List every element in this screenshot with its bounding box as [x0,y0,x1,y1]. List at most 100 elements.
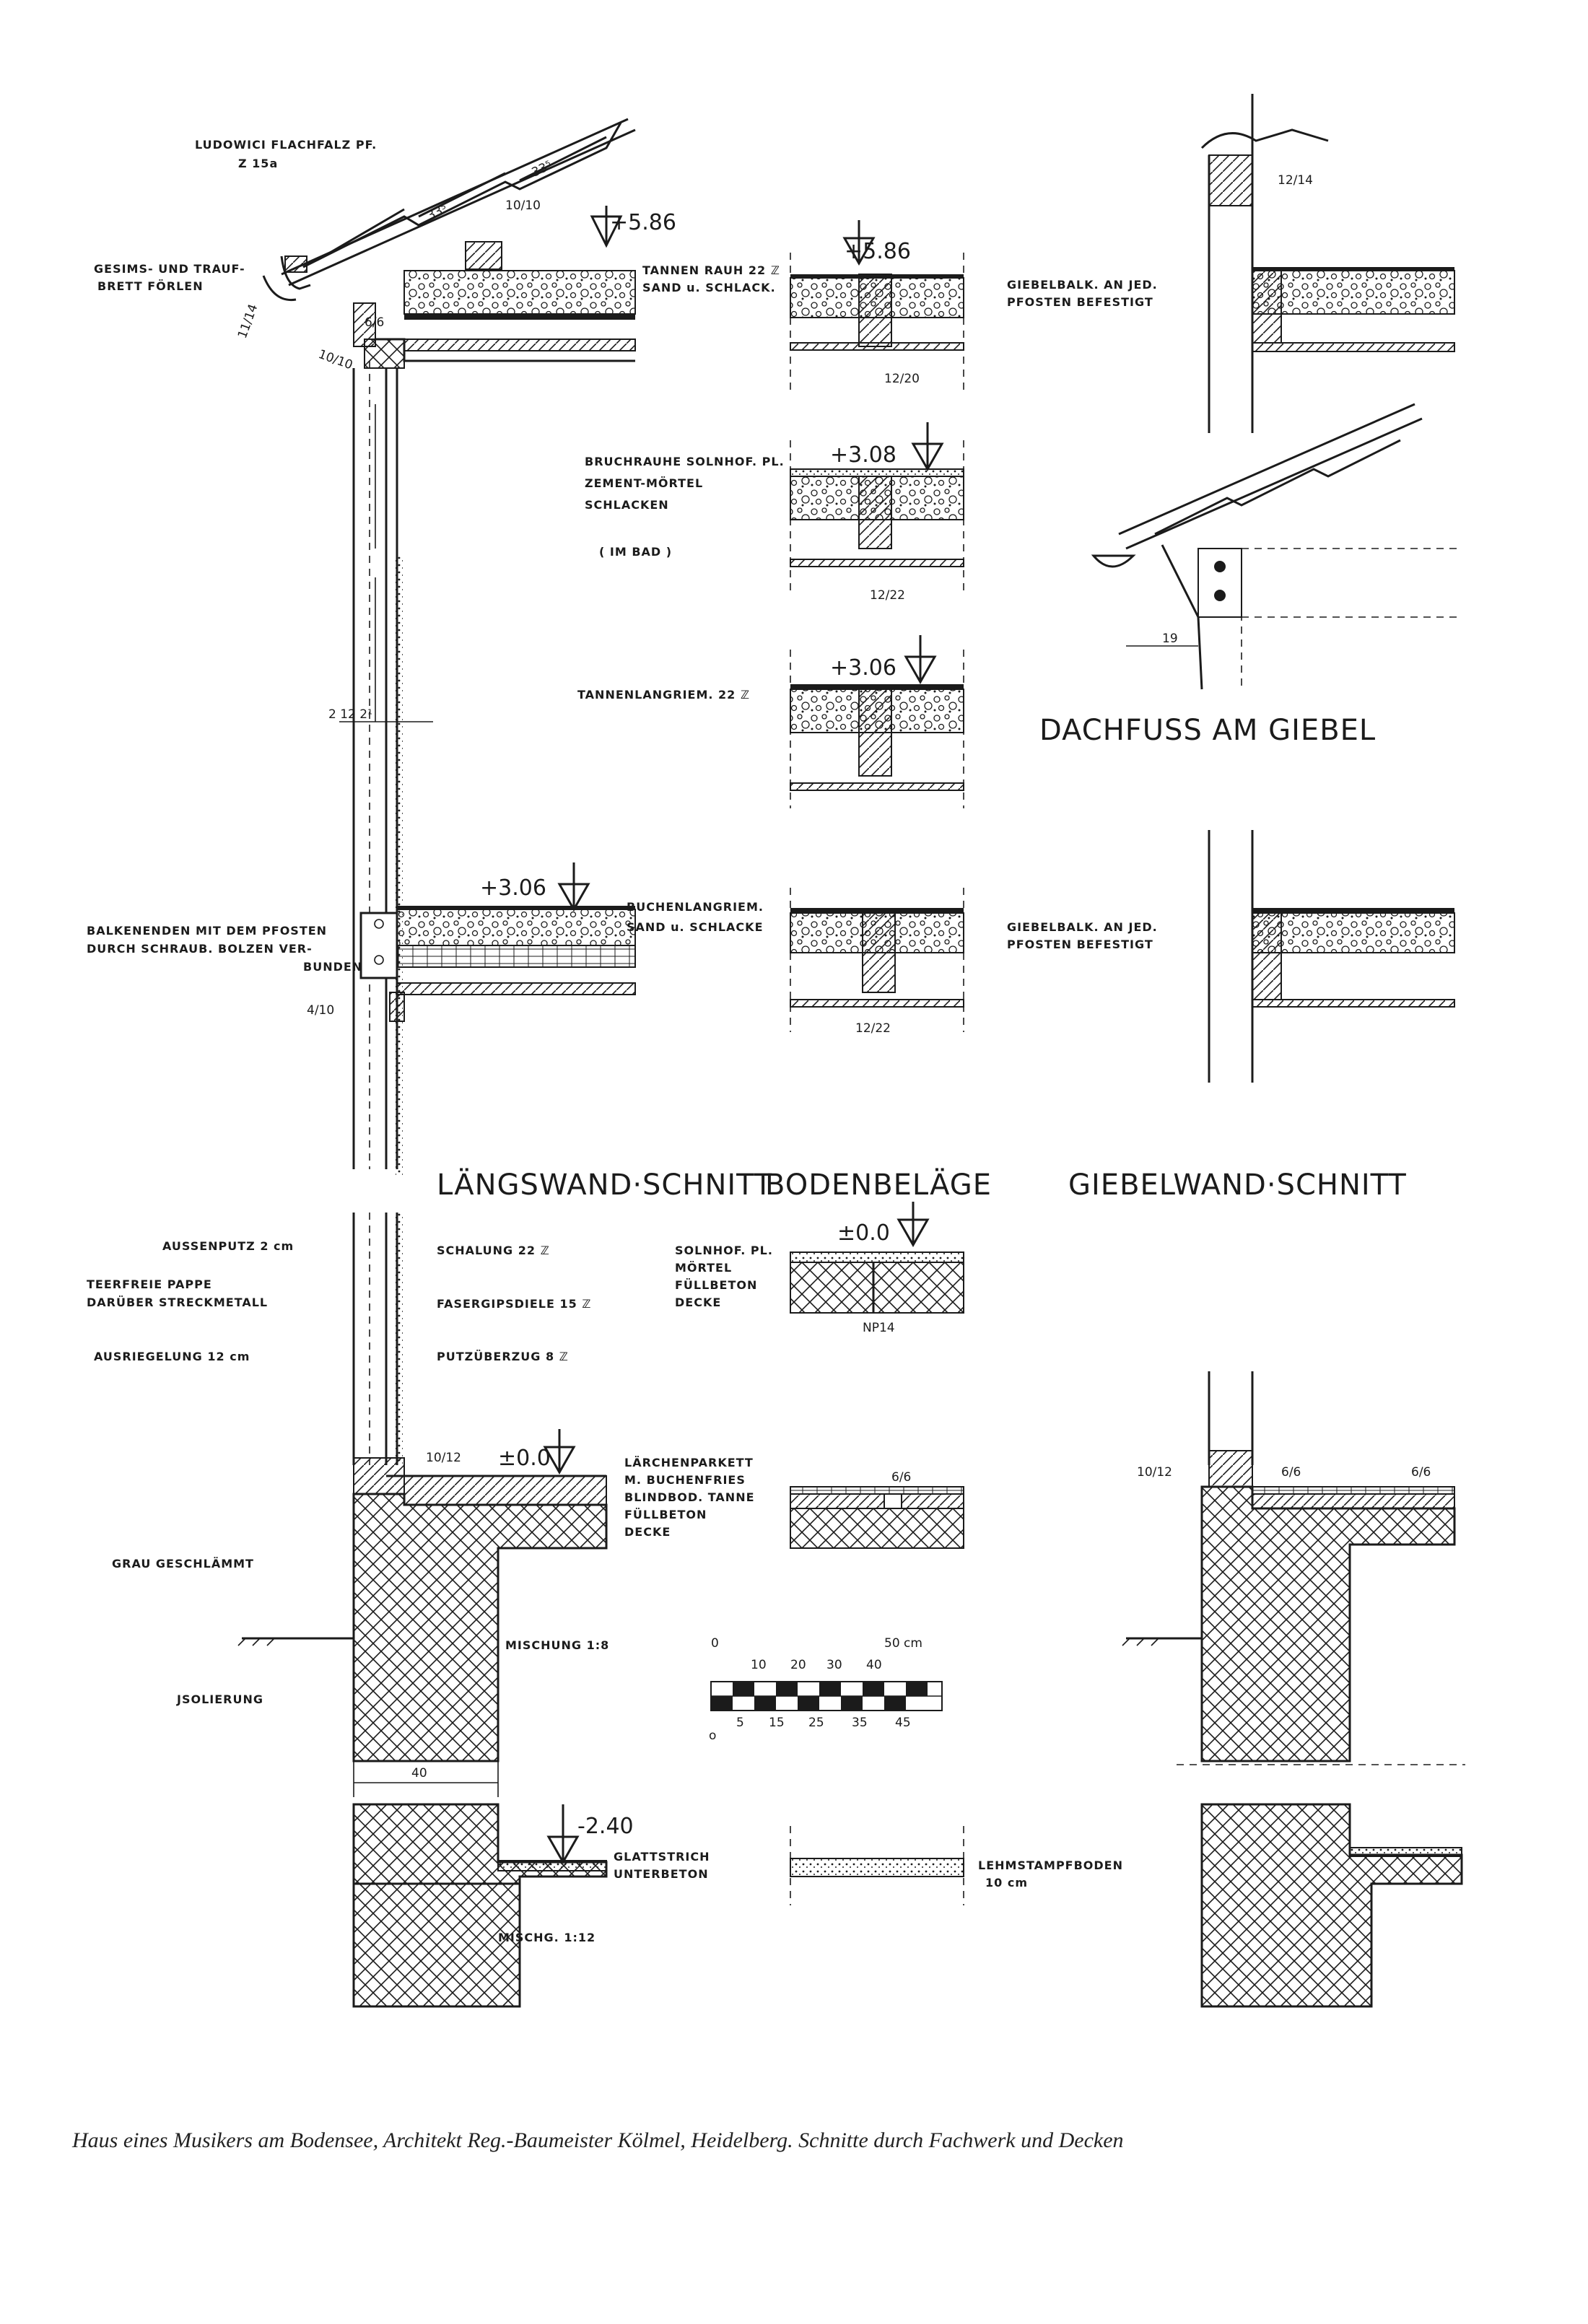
title-giebelwand: GIEBELWAND·SCHNITT [1068,1168,1407,1202]
label-insulation: JSOLIERUNG [176,1692,263,1706]
level-240-marker: -2.40 [546,1804,634,1865]
level-306-marker: +3.06 [480,862,590,912]
floor-306b: 12/22 [790,888,964,1036]
label-clay-2: 10 cm [985,1876,1028,1890]
level-308: +3.08 [830,442,896,468]
svg-text:±0.0: ±0.0 [498,1446,551,1471]
level-000a: ±0.0 [837,1220,890,1246]
sleeper-6-6b: 6/6 [1281,1465,1301,1480]
label-gable-beam-3: GIEBELBALK. AN JED. [1007,920,1158,934]
label-screed-2: UNTERBETON [614,1867,709,1881]
scale-5: 5 [736,1716,744,1730]
label-screed-1: GLATTSTRICH [614,1850,710,1864]
label-gable-beam-1: GIEBELBALK. AN JED. [1007,278,1158,292]
giebelwand-section: 12/14 GIEBELBALK. AN JED. PFOSTEN BEFEST… [1007,94,1465,2008]
scale-o: o [709,1729,716,1743]
label-clay-1: LEHMSTAMPFBODEN [978,1858,1123,1872]
floor-larch: 6/6 LÄRCHENPARKETT M. BUCHENFRIES BLINDB… [624,1456,964,1549]
eave-dim: 11/14 [235,302,261,341]
floor-308: +3.08 12/22 [790,422,964,603]
label-bath-1: BRUCHRAUHE SOLNHOF. PL. [585,455,785,468]
scale-15: 15 [769,1716,785,1730]
label-gable-beam-2: PFOSTEN BEFESTIGT [1007,295,1153,309]
scale-45: 45 [895,1716,911,1730]
svg-text:+5.86: +5.86 [610,210,676,235]
scale-35: 35 [852,1716,868,1730]
label-beam-4-10: 4/10 [307,1003,334,1018]
label-tar-paper-2: DARÜBER STRECKMETALL [87,1296,268,1309]
label-larch-2: M. BUCHENFRIES [624,1473,746,1487]
title-laengswand: LÄNGSWAND·SCHNITT [437,1167,772,1202]
label-bath-4: ( IM BAD ) [599,545,672,559]
label-bath-2: ZEMENT-MÖRTEL [585,476,703,490]
gable-top: 12/14 GIEBELBALK. AN JED. PFOSTEN BEFEST… [1007,94,1455,433]
scale-bar: 0 50 cm 10 20 30 40 5 15 25 35 45 o [709,1636,943,1743]
timber-10-10: 10/10 [505,198,541,213]
scale-25: 25 [808,1716,824,1730]
label-mix-1-12: MISCHG. 1:12 [498,1931,596,1944]
label-upper-floor: TANNEN RAUH 22 ℤ [642,263,780,277]
bodenbelaege-section: +5.86 12/20 +3.08 12/22 +3.06 [624,220,1123,1905]
floor-586: +5.86 12/20 [790,220,964,390]
sill-10-12b: 10/12 [1137,1465,1172,1480]
label-fir-strip: TANNENLANGRIEM. 22 ℤ [577,688,750,702]
label-gf-2: MÖRTEL [675,1261,732,1275]
gable-mid: GIEBELBALK. AN JED. PFOSTEN BEFESTIGT [1007,830,1455,1083]
label-roof-tile-no: Z 15a [238,157,278,170]
scale-0: 0 [711,1636,719,1651]
label-gable-beam-4: PFOSTEN BEFESTIGT [1007,938,1153,951]
dachfuss-detail: 19 DACHFUSS AM GIEBEL [1039,403,1462,747]
scale-30: 30 [826,1658,842,1672]
floor-306a: +3.06 [790,635,964,808]
label-sheathing: SCHALUNG 22 ℤ [437,1244,550,1257]
wall-dims: 2 12 2¹ [328,707,372,722]
svg-text:+3.06: +3.06 [480,875,546,901]
scale-20: 20 [790,1658,806,1672]
scale-40: 40 [866,1658,882,1672]
foundation-section: 40 ±0.0 -2.40 AUSSENPUTZ 2 cm TEERFREIE … [87,1213,710,2008]
sleeper-6-6: 6/6 [891,1470,911,1485]
floor-000a: ±0.0 SOLNHOF. PL. MÖRTEL FÜLLBETON DECKE… [675,1202,964,1335]
level-306a: +3.06 [830,655,896,681]
label-sill: 10/12 [426,1451,461,1465]
middle-slab [359,906,636,1022]
label-gf-3: FÜLLBETON [675,1278,757,1292]
timber-6-6: 6/6 [365,315,384,330]
dim-12-14: 12/14 [1278,173,1313,188]
level-000b-marker: ±0.0 [498,1429,576,1475]
floor-clay: LEHMSTAMPFBODEN 10 cm [790,1826,1123,1905]
label-np14: NP14 [863,1321,895,1335]
label-tar-paper-1: TEERFREIE PAPPE [87,1277,212,1291]
label-eaves-board-2: BRETT FÖRLEN [97,279,204,293]
dim-12-22a: 12/22 [870,588,905,603]
dim-40: 40 [411,1766,427,1781]
label-larch-3: BLINDBOD. TANNE [624,1490,755,1504]
laengswand-section: 2 12 2¹ +5.86 +3.06 LUDOWICI FLACHFALZ P… [87,118,785,1176]
dim-19: 19 [1162,632,1178,646]
label-larch-5: DECKE [624,1525,671,1539]
label-gf-1: SOLNHOF. PL. [675,1244,773,1257]
label-bath-3: SCHLACKEN [585,498,669,512]
roof-tiles [262,118,636,302]
label-outer-plaster: AUSSENPUTZ 2 cm [162,1239,294,1253]
label-eaves-board: GESIMS- UND TRAUF- [94,262,245,276]
timber-10-10b: 10/10 [316,347,354,373]
dim-12-22b: 12/22 [855,1021,891,1036]
gable-foundation: 10/12 6/6 6/6 [1122,1371,1465,2008]
label-beam-ends-2: DURCH SCHRAUB. BOLZEN VER- [87,942,313,956]
label-beech-strip-2: SAND u. SCHLACKE [627,920,764,934]
label-beam-ends-1: BALKENENDEN MIT DEM PFOSTEN [87,924,327,938]
level-586b: +5.86 [845,239,911,264]
title-dachfuss: DACHFUSS AM GIEBEL [1039,714,1376,747]
level-586-marker: +5.86 [590,206,676,248]
label-larch-1: LÄRCHENPARKETT [624,1456,754,1469]
label-gf-4: DECKE [675,1296,721,1309]
upper-slab [353,241,636,369]
title-bodenbelaege: BODENBELÄGE [765,1167,992,1202]
label-beam-ends-3: BUNDEN [303,960,362,974]
dim-12-20: 12/20 [884,372,920,386]
label-larch-4: FÜLLBETON [624,1508,707,1521]
label-plaster-coat: PUTZÜBERZUG 8 ℤ [437,1350,569,1363]
label-beech-strip: BUCHENLANGRIEM. [627,900,764,914]
